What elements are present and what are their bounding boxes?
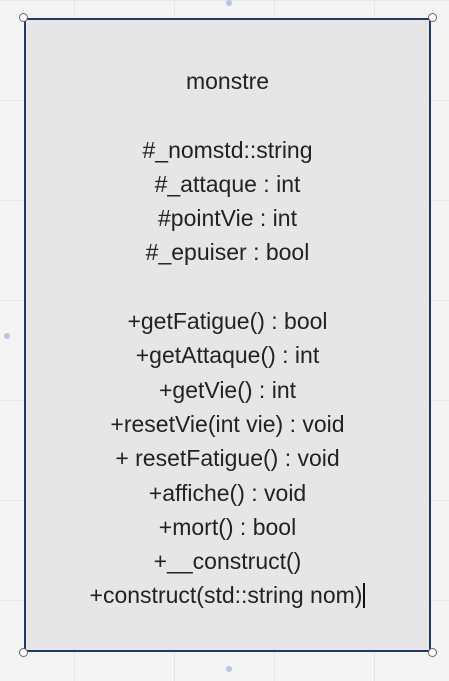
attribute-line: #_attaque : int bbox=[154, 170, 301, 197]
method-line: +getAttaque() : int bbox=[135, 342, 320, 369]
text-caret bbox=[363, 583, 366, 609]
method-line-text: +construct(std::string nom) bbox=[89, 582, 363, 609]
resize-handle-bottom-left[interactable] bbox=[19, 648, 28, 657]
method-line: +getFatigue() : bool bbox=[127, 308, 328, 335]
attribute-line: #_epuiser : bool bbox=[145, 239, 310, 266]
connection-point-bottom[interactable] bbox=[226, 666, 232, 672]
resize-handle-top-left[interactable] bbox=[19, 13, 28, 22]
attribute-line: #_nomstd::string bbox=[142, 136, 313, 163]
method-line: +affiche() : void bbox=[148, 479, 307, 506]
class-name: monstre bbox=[185, 68, 270, 94]
uml-class-box[interactable]: monstre #_nomstd::string #_attaque : int… bbox=[24, 18, 431, 652]
resize-handle-bottom-right[interactable] bbox=[428, 648, 437, 657]
method-line: +mort() : bool bbox=[158, 513, 297, 540]
method-line: +__construct() bbox=[153, 548, 302, 575]
attribute-line: #pointVie : int bbox=[158, 205, 297, 232]
method-line: + resetFatigue() : void bbox=[115, 445, 340, 472]
method-line: +resetVie(int vie) : void bbox=[110, 410, 345, 437]
method-line: +getVie() : int bbox=[158, 376, 296, 403]
resize-handle-top-right[interactable] bbox=[428, 13, 437, 22]
method-line-with-caret: +construct(std::string nom) bbox=[26, 578, 429, 612]
connection-point-left[interactable] bbox=[4, 333, 10, 339]
class-text[interactable]: monstre #_nomstd::string #_attaque : int… bbox=[26, 64, 429, 613]
connection-point-top[interactable] bbox=[226, 0, 232, 6]
